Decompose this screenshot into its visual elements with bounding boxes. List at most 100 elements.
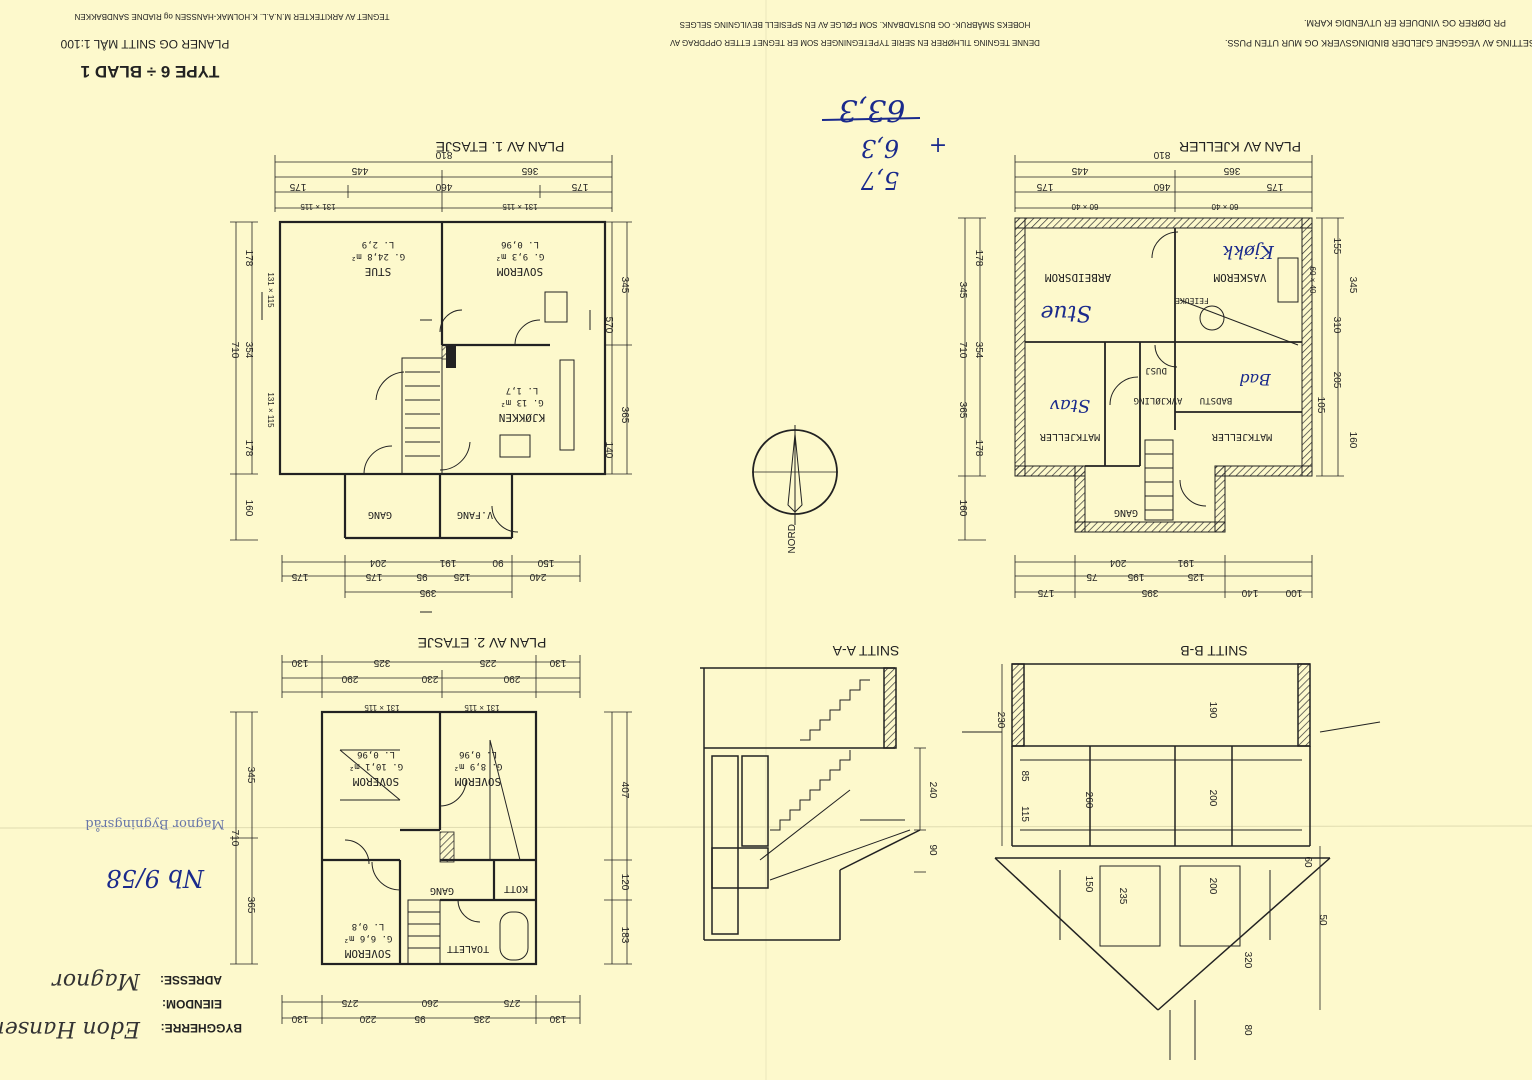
svg-text:175: 175 [365,571,382,582]
cellar-bottom-dims [1014,555,1313,598]
svg-text:125: 125 [453,571,470,582]
field-byggherre-value: Edon Hansen [0,1016,141,1041]
general-notes: SETTING AV VEGGENE GJELDER BINDINGSVERK … [669,18,1532,48]
section-b-title: SNITT B-B [1180,643,1247,659]
second-floor-rooms: SOVEROM G. 10,1 m² L. 0,96 SOVEROM G. 8,… [344,749,528,960]
first-floor-section-markers [261,292,591,613]
svg-text:131 × 115: 131 × 115 [266,272,275,308]
svg-text:178: 178 [243,250,254,267]
handwritten-sum: 5,7 6,3 + 63,3 [821,92,947,194]
svg-text:60 × 40: 60 × 40 [1071,202,1098,211]
svg-text:60: 60 [1302,856,1313,868]
section-a-stair [759,679,911,881]
svg-text:175: 175 [291,571,308,582]
plan-cellar: PLAN AV KJELLER 810 445 365 175 460 175 … [957,139,1358,598]
svg-text:131 × 115: 131 × 115 [502,202,538,211]
svg-text:175: 175 [1036,181,1053,192]
plan-first-floor-title: PLAN AV 1. ETASJE [436,139,565,155]
svg-text:191: 191 [1177,557,1194,568]
svg-text:85: 85 [1019,770,1030,782]
svg-text:235: 235 [1117,888,1128,905]
svg-text:365: 365 [957,402,968,419]
svg-text:178: 178 [973,250,984,267]
cellar-stair [1109,231,1299,521]
note-right-2: PR DØRER OG VINDUER ER UTVENDIG KARM. [1304,18,1506,28]
svg-text:MATKJELLER: MATKJELLER [1039,431,1100,442]
svg-text:Bad: Bad [1239,370,1272,389]
svg-text:240: 240 [927,782,938,799]
svg-text:90: 90 [927,844,938,856]
svg-text:175: 175 [1037,587,1054,598]
svg-text:131 × 115: 131 × 115 [266,392,275,428]
field-adresse-label: ADRESSE: [160,973,222,987]
svg-text:395: 395 [419,587,436,598]
svg-text:G. 6,6 m²: G. 6,6 m² [344,933,393,943]
svg-text:115: 115 [1019,806,1030,822]
svg-text:155: 155 [1331,238,1342,255]
plan-cellar-title: PLAN AV KJELLER [1179,139,1301,155]
svg-text:445: 445 [351,165,368,176]
svg-text:160: 160 [1347,432,1358,449]
handwritten-date: Nb 9/58 [106,864,205,892]
svg-text:L. 0,96: L. 0,96 [501,239,539,249]
svg-text:G. 24,8 m²: G. 24,8 m² [351,251,405,261]
svg-text:ARBEIDSROM: ARBEIDSROM [1045,271,1112,284]
svg-text:205: 205 [1331,372,1342,389]
svg-text:130: 130 [291,1013,308,1024]
plan-second-floor-title: PLAN AV 2. ETASJE [418,635,547,651]
cellar-walls [1014,217,1313,533]
sheet-title: TYPE 6 ÷ BLAD 1 [81,62,220,81]
svg-text:275: 275 [341,997,358,1008]
svg-text:178: 178 [243,440,254,457]
section-b-dims: 230 190 85 115 260 200 150 235 200 60 32… [995,702,1328,1036]
svg-text:445: 445 [1071,165,1088,176]
svg-text:G. 8,9 m²: G. 8,9 m² [454,761,503,771]
first-floor-top-dim-labels: 810 445 365 175 460 175 131 × 115 131 × … [289,149,588,211]
cellar-bottom-dim-labels: 204 191 75 195 125 175 395 140 100 [1037,557,1302,598]
note-center-1: DENNE TEGNING TILHØRER EN SERIE TYPETEGN… [669,38,1040,47]
sheet-credit: TEGNET AV ARKITEKTER M.N.A.L. K.HOLMAK-H… [74,12,389,21]
svg-text:131 × 115: 131 × 115 [464,703,500,712]
section-a-a: SNITT A-A 240 90 [700,643,938,941]
second-floor-side-dim-labels: 710 345 365 407 120 183 [229,767,630,944]
hand-sum-total: 63,3 [839,92,906,127]
first-floor-interior [363,291,575,533]
svg-text:178: 178 [973,440,984,457]
svg-text:345: 345 [1347,277,1358,294]
svg-text:365: 365 [619,407,630,424]
svg-text:STUE: STUE [365,265,392,278]
svg-text:310: 310 [1331,317,1342,334]
svg-text:235: 235 [473,1013,490,1024]
svg-text:290: 290 [341,673,358,684]
svg-text:GANG: GANG [430,885,454,896]
svg-text:460: 460 [1153,181,1170,192]
stamp: Magnor Bygningsråd [85,816,224,832]
title-block: TYPE 6 ÷ BLAD 1 PLANER OG SNITT MÅL 1:10… [60,12,389,81]
svg-text:175: 175 [1266,181,1283,192]
svg-text:GANG: GANG [368,509,392,520]
second-floor-side-dims [230,711,632,965]
svg-text:345: 345 [619,277,630,294]
svg-text:95: 95 [414,1013,426,1024]
second-floor-top-dims [281,655,581,698]
second-floor-interior [339,739,529,965]
svg-text:407: 407 [619,782,630,799]
svg-text:105: 105 [1315,397,1326,414]
svg-text:140: 140 [1241,587,1258,598]
svg-text:V.FANG: V.FANG [457,509,493,520]
owner-fields: ADRESSE: Magnor EIENDOM: BYGGHERRE: Edon… [0,968,242,1041]
svg-text:Nb 9/58: Nb 9/58 [106,864,205,892]
svg-text:60 × 40: 60 × 40 [1211,202,1238,211]
cellar-top-dim-labels: 810 445 365 175 460 175 60 × 40 60 × 40 [1036,149,1283,211]
cellar-side-dims [958,217,1344,541]
first-floor-side-dims [230,221,632,541]
svg-text:Stav: Stav [1050,395,1090,416]
svg-text:345: 345 [957,282,968,299]
svg-text:Kjøkk: Kjøkk [1222,241,1275,262]
cellar-side-dim-labels: 710 178 345 354 365 178 160 155 345 310 … [957,238,1358,517]
cellar-top-dims [1014,155,1313,212]
svg-text:200: 200 [1207,790,1218,807]
svg-text:TOALETT: TOALETT [447,943,489,954]
sheet-subtitle: PLANER OG SNITT MÅL 1:100 [60,37,229,52]
